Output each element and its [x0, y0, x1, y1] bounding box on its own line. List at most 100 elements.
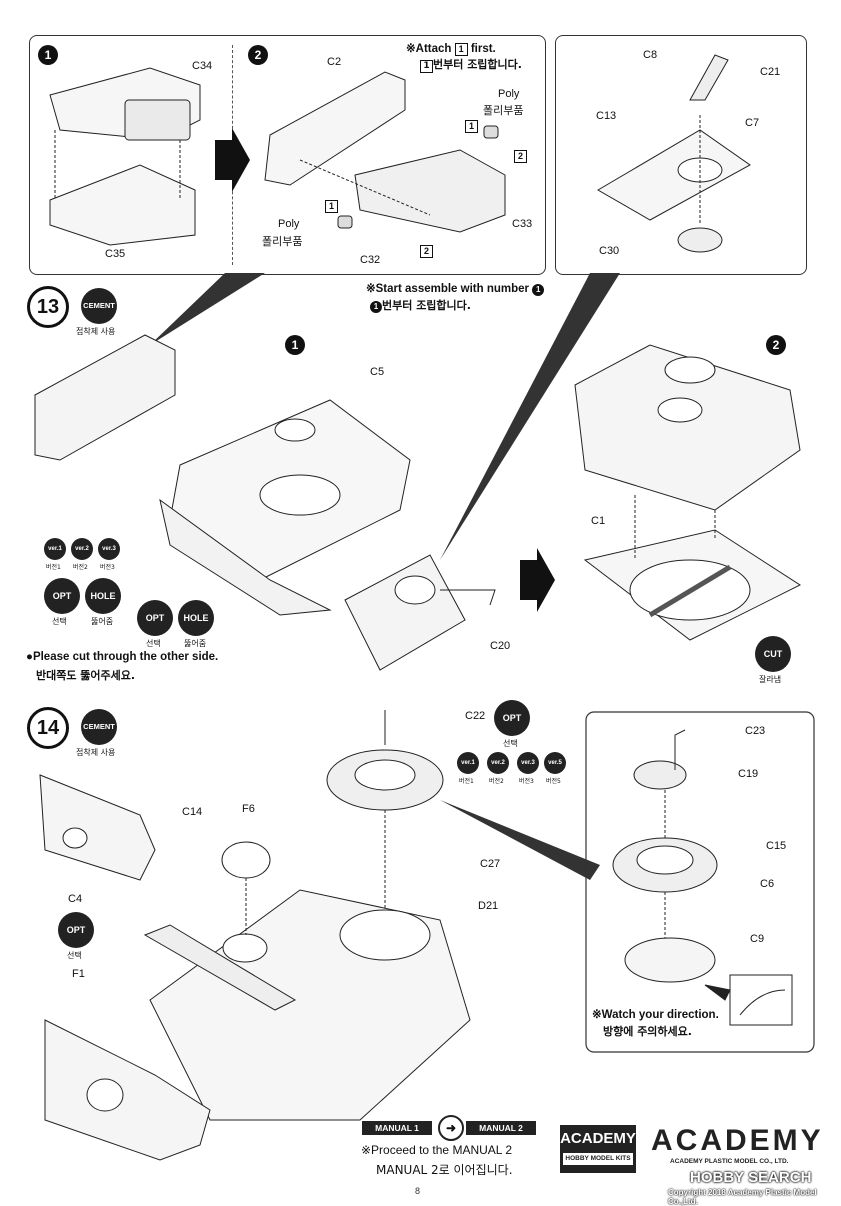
label-c35: C35 [105, 248, 126, 260]
box-2-top: 2 [514, 150, 527, 163]
manual2-tag: MANUAL 2 [466, 1121, 536, 1135]
assembled-cupola [664, 356, 716, 384]
opt-badge-13b: OPT [137, 600, 173, 636]
watermark-logo: HOBBY SEARCH [690, 1169, 812, 1186]
cut-note-ko: 반대쪽도 뚫어주세요. [36, 669, 136, 682]
opt-badge-c4: OPT [58, 912, 94, 948]
hole-caption-13b: 뚫어줌 [184, 639, 207, 648]
hole-caption-13a: 뚫어줌 [91, 617, 114, 626]
version14-badge-5: ver.5 [544, 752, 566, 774]
label-c14: C14 [182, 806, 203, 818]
cement-badge-14: CEMENT [81, 709, 117, 745]
version-badge-1: ver.1 [44, 538, 66, 560]
label-poly-top-ko: 폴리부품 [483, 104, 524, 117]
step14-detail-panel [585, 711, 815, 1053]
part-c35-base [49, 164, 196, 246]
part-f6-disk [221, 841, 271, 879]
label-c32: C32 [360, 254, 381, 266]
label-f1: F1 [72, 968, 85, 980]
version14-caption-2: 버전2 [489, 778, 504, 785]
start-note-ko-num: 1 [370, 301, 382, 313]
label-c19: C19 [738, 768, 759, 780]
part-poly-top [483, 125, 499, 139]
label-c21: C21 [760, 66, 781, 78]
sub-step-number-1: 1 [38, 45, 58, 65]
version-badge-3: ver.3 [98, 538, 120, 560]
proceed-note-ko: MANUAL 2로 이어집니다. [376, 1163, 513, 1177]
box-2-left: 2 [420, 245, 433, 258]
label-c2: C2 [327, 56, 342, 68]
cut-caption: 잘라냄 [759, 675, 782, 684]
academy-small-logo: ACADEMY HOBBY MODEL KITS [560, 1125, 636, 1173]
version-badge-2: ver.2 [71, 538, 93, 560]
callout-wedge-14 [440, 800, 600, 880]
attach-note-en: ※Attach 1 first. [406, 41, 496, 56]
version-caption-1: 버전1 [46, 564, 61, 571]
part-c19-hatch [633, 760, 687, 790]
part-c21-handle [689, 54, 729, 101]
label-c6: C6 [760, 878, 775, 890]
part-c34-hinge [124, 99, 191, 141]
start-note-num: 1 [532, 284, 545, 296]
version14-caption-1: 버전1 [459, 778, 474, 785]
assembled-hatch [657, 397, 703, 423]
part-c6-inner [636, 845, 694, 875]
version14-caption-5: 버전5 [546, 778, 561, 785]
part-poly-left [337, 215, 353, 229]
turret-side-plate [344, 554, 466, 671]
part-f1-bore [86, 1078, 124, 1112]
cement-caption-13: 접착제 사용 [76, 327, 116, 336]
version-caption-3: 버전3 [100, 564, 115, 571]
hole-badge-13b: HOLE [178, 600, 214, 636]
hole-badge-13a: HOLE [85, 578, 121, 614]
label-c23: C23 [745, 725, 766, 737]
direction-detail-box [729, 974, 793, 1026]
start-note-ko-text: 번부터 조립합니다. [382, 299, 471, 312]
version14-badge-2: ver.2 [487, 752, 509, 774]
version-caption-2: 버전2 [73, 564, 88, 571]
part-c14-rail [143, 924, 297, 1011]
part-c23-lever [674, 729, 686, 770]
label-c15: C15 [766, 840, 787, 852]
part-c2-mantlet [264, 71, 406, 186]
attach-note-prefix: ※Attach [406, 43, 452, 55]
cut-note-en: ●Please cut through the other side. [26, 651, 219, 663]
turret-hatch-ring [259, 474, 341, 516]
label-c27: C27 [480, 858, 501, 870]
part-c20-port [394, 575, 436, 605]
version14-caption-3: 버전3 [519, 778, 534, 785]
opt-badge-14: OPT [494, 700, 530, 736]
label-c7: C7 [745, 117, 760, 129]
step14-hatch-opening [339, 909, 431, 961]
academy-big-logo: ACADEMY [651, 1124, 824, 1157]
watch-note-ko: 방향에 주의하세요. [603, 1025, 692, 1038]
turret-assembled [574, 344, 801, 511]
opt-badge-13a: OPT [44, 578, 80, 614]
opt-caption-14: 선택 [503, 739, 518, 748]
label-c13: C13 [596, 110, 617, 122]
manual1-tag: MANUAL 1 [362, 1121, 432, 1135]
cut-badge: CUT [755, 636, 791, 672]
label-c8: C8 [643, 49, 658, 61]
part-c13-plate [597, 129, 751, 221]
start-note-text: ※Start assemble with number [366, 283, 530, 295]
label-c5: C5 [370, 366, 385, 378]
turret-cupola-ring [274, 418, 316, 442]
step-14-number: 14 [27, 707, 69, 749]
box-1-top: 1 [465, 120, 478, 133]
opt-caption-13b: 선택 [146, 639, 161, 648]
attach-box: 1 [454, 43, 468, 56]
part-c4-bore [62, 827, 88, 849]
label-d21: D21 [478, 900, 499, 912]
attach-box-ko: 1 [420, 60, 433, 73]
step14-f6-opening [222, 933, 268, 963]
watch-note-en: ※Watch your direction. [592, 1009, 719, 1021]
cement-badge-13: CEMENT [81, 288, 117, 324]
page-number: 8 [415, 1186, 421, 1196]
cut-line [648, 564, 732, 618]
version14-badge-1: ver.1 [457, 752, 479, 774]
label-poly-left-ko: 폴리부품 [262, 235, 303, 248]
label-f6: F6 [242, 803, 255, 815]
